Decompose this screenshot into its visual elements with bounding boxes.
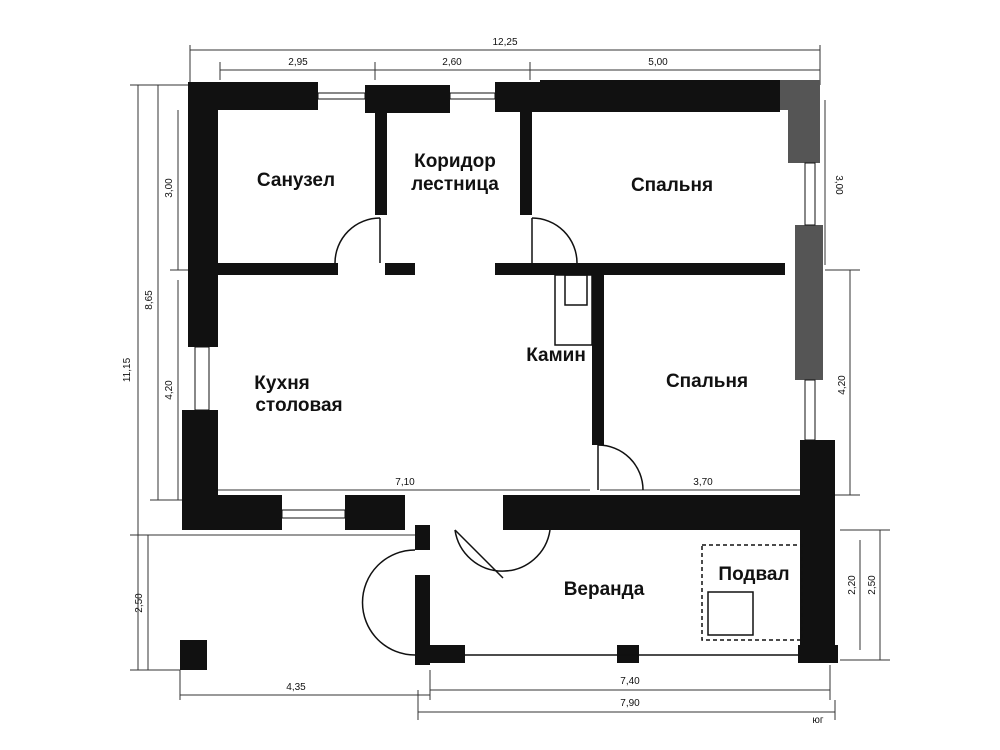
- dim-kitchen-height: 4,20: [164, 380, 175, 400]
- dimension-lines: [130, 45, 890, 720]
- dim-bedroom2-height: 4,20: [837, 375, 848, 395]
- room-kitchen-label-line1: Кухня: [254, 373, 310, 394]
- room-bathroom-label: Санузел: [257, 170, 335, 191]
- dim-left-total-height: 11,15: [122, 357, 133, 382]
- room-labels: Санузел Коридор лестница Спальня Камин К…: [254, 151, 789, 600]
- room-corridor-label-line2: лестница: [411, 174, 499, 195]
- dim-veranda-width: 7,40: [620, 676, 640, 687]
- compass-south-label: юг: [812, 715, 824, 726]
- dimension-labels: 12,25 2,95 2,60 5,00 7,10 3,70 4,35 7,40…: [122, 37, 878, 726]
- windows: [194, 92, 816, 519]
- dim-veranda-left-height: 2,50: [134, 593, 145, 613]
- room-bedroom-bottom-label: Спальня: [666, 371, 748, 392]
- dim-bath-height: 3,00: [164, 178, 175, 198]
- room-corridor-label-line1: Коридор: [414, 151, 496, 172]
- doors: [334, 217, 803, 656]
- dim-bath-width: 2,95: [288, 57, 308, 68]
- walls: [180, 80, 838, 670]
- dim-bedroom-width: 5,00: [648, 57, 668, 68]
- room-kitchen-label-line2: столовая: [255, 395, 342, 416]
- dim-veranda-outer-height: 2,50: [867, 575, 878, 595]
- room-cellar-label: Подвал: [718, 564, 789, 585]
- room-bedroom-top-label: Спальня: [631, 175, 713, 196]
- room-veranda-label: Веранда: [564, 579, 645, 600]
- dim-bedroom2-width: 3,70: [693, 477, 713, 488]
- room-fireplace-label: Камин: [526, 345, 586, 366]
- dim-veranda-outer-width: 7,90: [620, 698, 640, 709]
- dim-porch-width: 4,35: [286, 682, 306, 693]
- dim-veranda-right-height: 2,20: [847, 575, 858, 595]
- dim-left-house-height: 8,65: [144, 290, 155, 310]
- dim-overall-width: 12,25: [492, 37, 517, 48]
- dim-kitchen-width: 7,10: [395, 477, 415, 488]
- dim-corridor-width: 2,60: [442, 57, 462, 68]
- dim-bedroom-top-height: 3,00: [833, 175, 844, 195]
